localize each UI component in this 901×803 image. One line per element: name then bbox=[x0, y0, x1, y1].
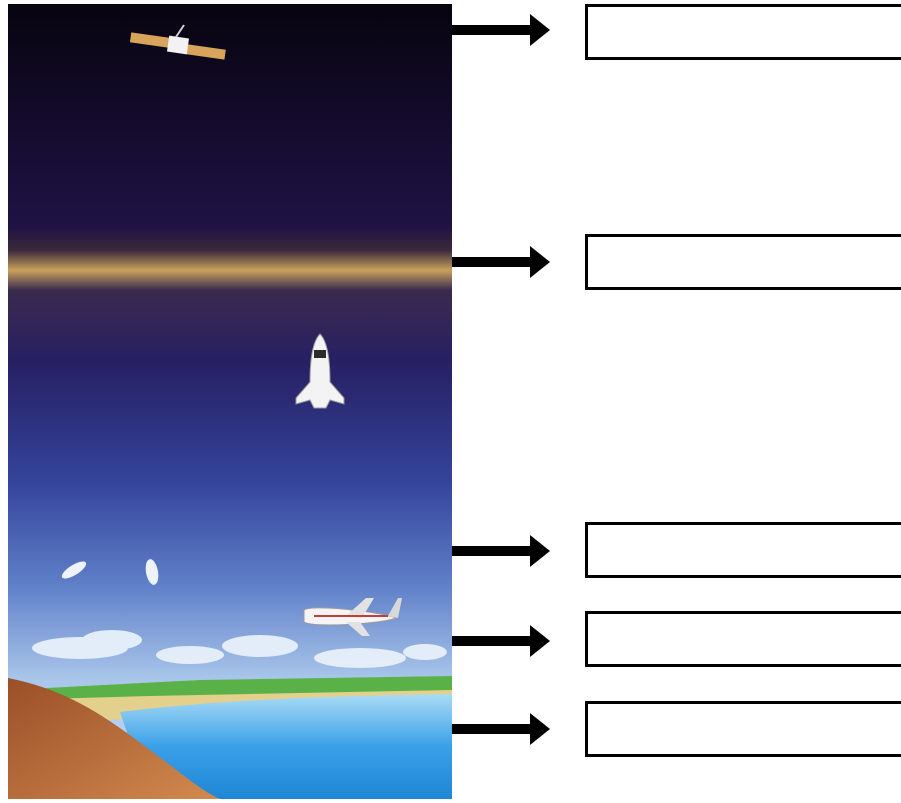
space-shuttle-icon bbox=[295, 333, 345, 409]
landscape bbox=[8, 676, 452, 799]
arrow-icon bbox=[452, 535, 550, 567]
arrow-icon bbox=[452, 713, 550, 745]
label-box-troposphere[interactable] bbox=[585, 701, 901, 757]
label-box-exosphere[interactable] bbox=[585, 4, 901, 60]
clouds bbox=[32, 630, 447, 668]
meteor-icon bbox=[61, 559, 159, 585]
label-box-mesosphere[interactable] bbox=[585, 522, 901, 578]
arrow-icon bbox=[452, 14, 550, 46]
label-box-stratosphere[interactable] bbox=[585, 611, 901, 667]
label-box-thermosphere[interactable] bbox=[585, 234, 901, 290]
arrow-icon bbox=[452, 246, 550, 278]
atmosphere-illustration bbox=[8, 4, 452, 799]
satellite-icon bbox=[129, 24, 226, 60]
airplane-icon bbox=[303, 598, 402, 636]
arrow-icon bbox=[452, 625, 550, 657]
